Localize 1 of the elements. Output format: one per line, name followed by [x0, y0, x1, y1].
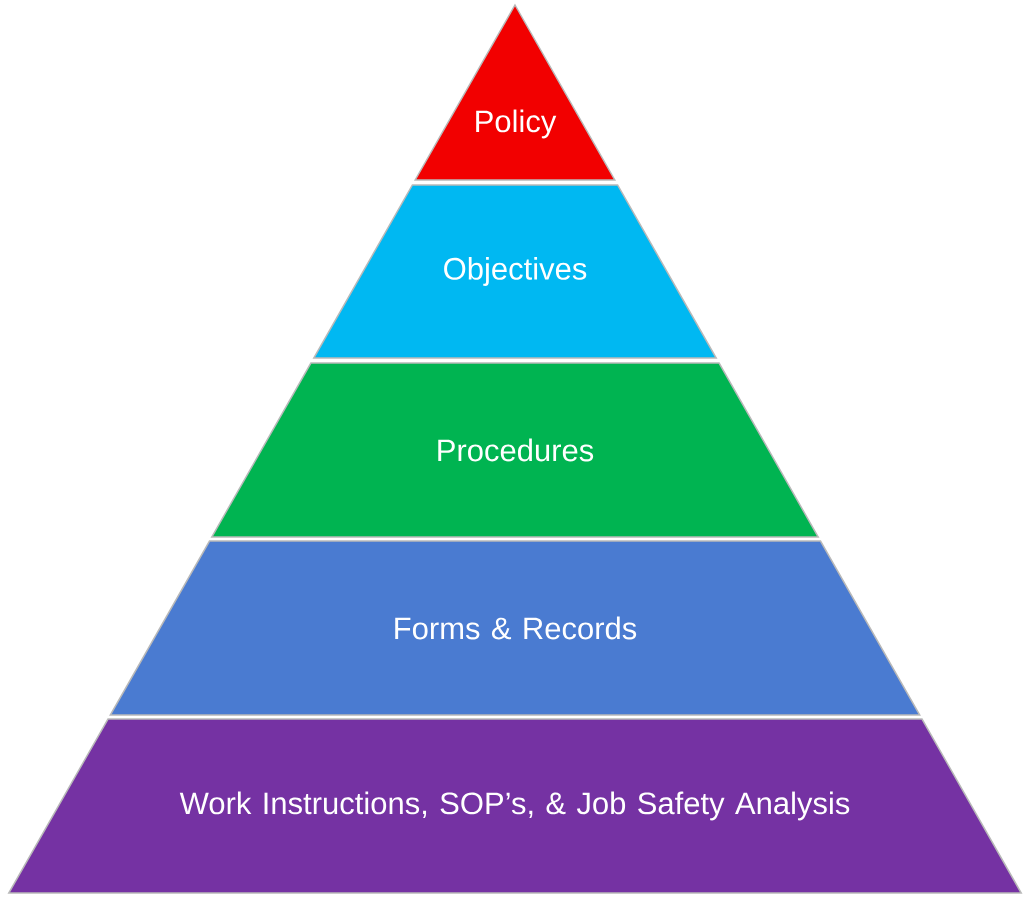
pyramid-band: Forms & Records: [109, 540, 921, 716]
